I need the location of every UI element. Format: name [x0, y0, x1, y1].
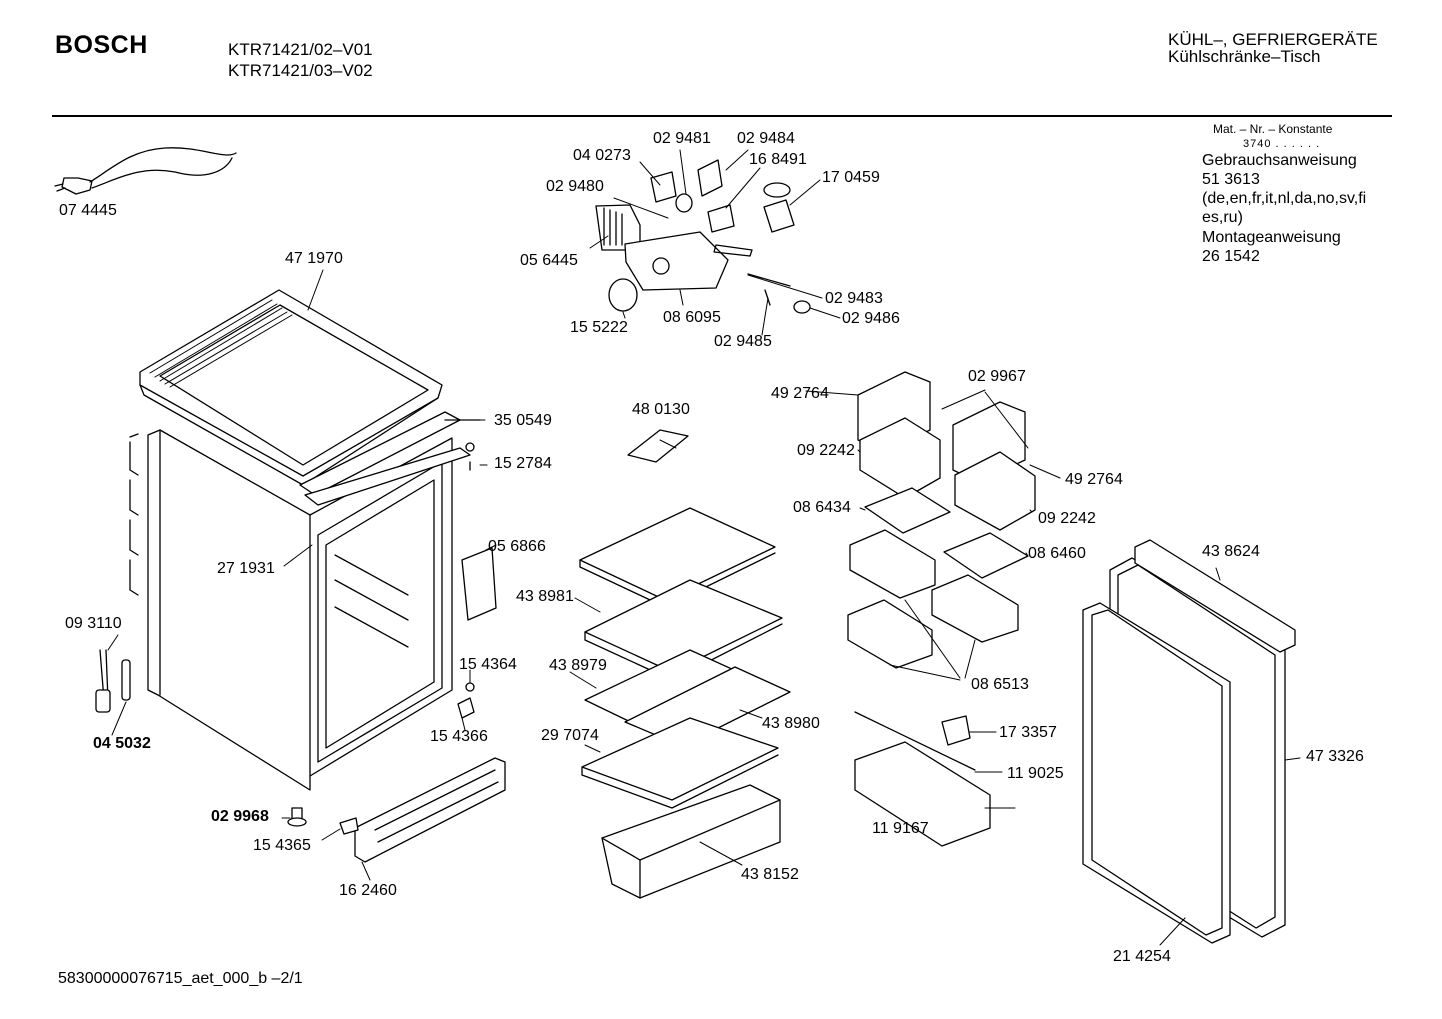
part-label-029485: 02 9485	[714, 333, 772, 350]
part-label-154366: 15 4366	[430, 728, 488, 745]
part-label-029480: 02 9480	[546, 178, 604, 195]
bottle-rack-part	[855, 712, 990, 846]
part-label-086460: 08 6460	[1028, 545, 1086, 562]
thermistor-parts	[96, 650, 130, 712]
part-label-086513: 08 6513	[971, 676, 1029, 693]
part-label-471970: 47 1970	[285, 250, 343, 267]
part-label-170459: 17 0459	[822, 169, 880, 186]
thermostat-assembly-part	[596, 160, 810, 313]
feet-parts	[288, 683, 474, 826]
part-label-492764-a: 49 2764	[771, 385, 829, 402]
info-line-4: es,ru)	[1202, 209, 1243, 226]
power-cord-part	[55, 148, 236, 194]
part-label-029968: 02 9968	[211, 808, 269, 825]
part-label-438981: 43 8981	[516, 588, 574, 605]
part-label-056445: 05 6445	[520, 252, 578, 269]
part-label-297074: 29 7074	[541, 727, 599, 744]
shelf-insert-part	[628, 430, 688, 462]
part-label-154364: 15 4364	[459, 656, 517, 673]
part-label-029967: 02 9967	[968, 368, 1026, 385]
part-label-093110: 09 3110	[65, 615, 122, 632]
part-label-214254: 21 4254	[1113, 948, 1171, 965]
part-label-092242-b: 09 2242	[1038, 510, 1096, 527]
part-label-438980: 43 8980	[762, 715, 820, 732]
part-label-029483: 02 9483	[825, 290, 883, 307]
part-label-154365: 15 4365	[253, 837, 311, 854]
part-label-056866: 05 6866	[488, 538, 546, 555]
info-line-5: Montageanweisung	[1202, 229, 1341, 246]
document-id: 58300000076715_aet_000_b –2/1	[58, 970, 303, 987]
part-label-152784: 15 2784	[494, 455, 552, 472]
category-title: KÜHL–, GEFRIERGERÄTE	[1168, 30, 1378, 49]
part-label-492764-b: 49 2764	[1065, 471, 1123, 488]
base-plinth-part	[340, 758, 505, 862]
part-label-086095: 08 6095	[663, 309, 721, 326]
part-label-438624: 43 8624	[1202, 543, 1260, 560]
top-brackets-part	[300, 412, 480, 505]
header-divider	[52, 115, 1392, 117]
cabinet-top-part	[140, 290, 442, 485]
part-label-168491: 16 8491	[749, 151, 807, 168]
konstante-label: Mat. – Nr. – Konstante	[1213, 122, 1333, 136]
part-label-438979: 43 8979	[549, 657, 607, 674]
category-subtitle: Kühlschränke–Tisch	[1168, 47, 1321, 66]
part-label-092242-a: 09 2242	[797, 442, 855, 459]
part-label-438152: 43 8152	[741, 866, 799, 883]
part-label-086434: 08 6434	[793, 499, 851, 516]
part-label-045032: 04 5032	[93, 735, 151, 752]
part-label-029481: 02 9481	[653, 130, 711, 147]
part-label-074445: 07 4445	[59, 202, 117, 219]
cover-plate-part	[462, 548, 496, 620]
door-assembly-part	[1083, 540, 1295, 943]
part-label-155222: 15 5222	[570, 319, 628, 336]
part-label-119025: 11 9025	[1007, 765, 1064, 782]
door-racks-part	[848, 372, 1035, 668]
part-label-029486: 02 9486	[842, 310, 900, 327]
part-label-029484: 02 9484	[737, 130, 795, 147]
part-label-480130: 48 0130	[632, 401, 690, 418]
part-label-119167: 11 9167	[872, 820, 929, 837]
konstante-value: 3740 . . . . . .	[1243, 138, 1321, 150]
cabinet-body-part	[130, 430, 452, 790]
part-label-271931: 27 1931	[217, 560, 275, 577]
info-line-3: (de,en,fr,it,nl,da,no,sv,fi	[1202, 190, 1367, 207]
part-label-040273: 04 0273	[573, 147, 631, 164]
info-line-1: Gebrauchsanweisung	[1202, 152, 1357, 169]
brand-logo: BOSCH	[55, 31, 148, 59]
part-label-173357: 17 3357	[999, 724, 1057, 741]
part-label-162460: 16 2460	[339, 882, 397, 899]
model-number-2: KTR71421/03–V02	[228, 61, 373, 80]
crisper-drawer-part	[602, 785, 780, 898]
part-label-473326: 47 3326	[1306, 748, 1364, 765]
info-line-6: 26 1542	[1202, 248, 1260, 265]
info-line-2: 51 3613	[1202, 171, 1260, 188]
model-number-1: KTR71421/02–V01	[228, 40, 373, 59]
part-label-350549: 35 0549	[494, 412, 552, 429]
glass-shelves-part	[580, 508, 790, 808]
